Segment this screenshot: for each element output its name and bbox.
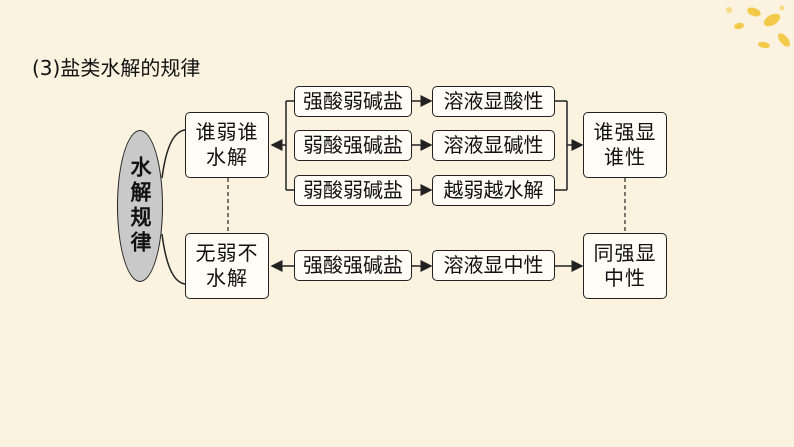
conclusion-stronger-shows-its-nature: 谁强显谁性 [583,112,667,178]
flower-decoration [726,5,790,49]
salt-weak-acid-weak-base: 弱酸弱碱盐 [294,175,412,206]
result-basic: 溶液显碱性 [432,130,555,161]
salt-strong-acid-weak-base: 强酸弱碱盐 [294,86,412,117]
result-acidic: 溶液显酸性 [432,86,555,117]
section-title: (3)盐类水解的规律 [32,56,201,80]
branch-no-weak-no-hydrolysis: 无弱不水解 [185,233,269,299]
salt-weak-acid-strong-base: 弱酸强碱盐 [294,130,412,161]
result-neutral: 溶液显中性 [432,250,555,281]
result-weaker-more-hydrolysis: 越弱越水解 [432,175,555,206]
root-node-hydrolysis-rules: 水解规律 [117,130,163,282]
branch-weak-hydrolyzes: 谁弱谁水解 [185,112,269,178]
conclusion-equal-strength-neutral: 同强显中性 [583,233,667,299]
salt-strong-acid-strong-base: 强酸强碱盐 [294,250,412,281]
